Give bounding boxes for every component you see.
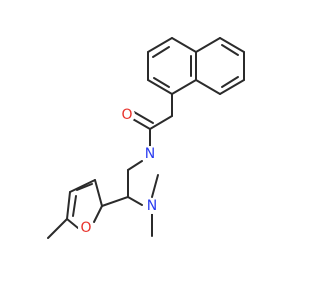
bond xyxy=(94,179,103,207)
bond xyxy=(151,174,159,198)
bond xyxy=(127,160,143,171)
double-bond-inner xyxy=(221,76,239,88)
atom-symbol: O xyxy=(121,107,132,123)
bond xyxy=(195,37,221,53)
bond xyxy=(195,79,221,95)
bond xyxy=(66,191,71,220)
bond xyxy=(127,196,143,206)
double-bond-inner xyxy=(72,195,77,217)
bond xyxy=(147,37,173,53)
atom-symbol: N xyxy=(147,198,157,214)
atom-label-o-furan: O xyxy=(78,220,94,236)
bond xyxy=(171,37,197,53)
double-bond-inner xyxy=(152,46,170,58)
molecule-structure-diagram: O N N O xyxy=(47,37,245,239)
atom-symbol: N xyxy=(145,146,155,162)
acetamide-chain xyxy=(127,93,173,198)
atom-label-o-carbonyl: O xyxy=(119,107,135,123)
naphthalene-ring-system xyxy=(147,37,245,95)
carbonyl-double-bond xyxy=(133,111,154,124)
atom-symbol: O xyxy=(80,220,91,236)
carbonyl-double-bond xyxy=(130,117,151,130)
double-bond-inner xyxy=(76,183,93,191)
bond xyxy=(147,79,173,95)
double-bond-inner xyxy=(153,77,170,88)
bond xyxy=(219,79,245,95)
double-bond-inner xyxy=(221,44,239,56)
bond xyxy=(66,218,79,229)
bond xyxy=(69,179,96,193)
methylfuran-ring xyxy=(47,179,129,239)
atom-label-n-amide: N xyxy=(142,146,158,162)
bond xyxy=(101,196,129,207)
atom-label-n-amine: N xyxy=(144,198,160,214)
bond xyxy=(171,79,197,95)
bond xyxy=(93,205,103,223)
bond xyxy=(219,37,245,53)
dimethylamino-group xyxy=(127,174,159,237)
bond xyxy=(47,218,68,239)
bond xyxy=(149,115,173,130)
